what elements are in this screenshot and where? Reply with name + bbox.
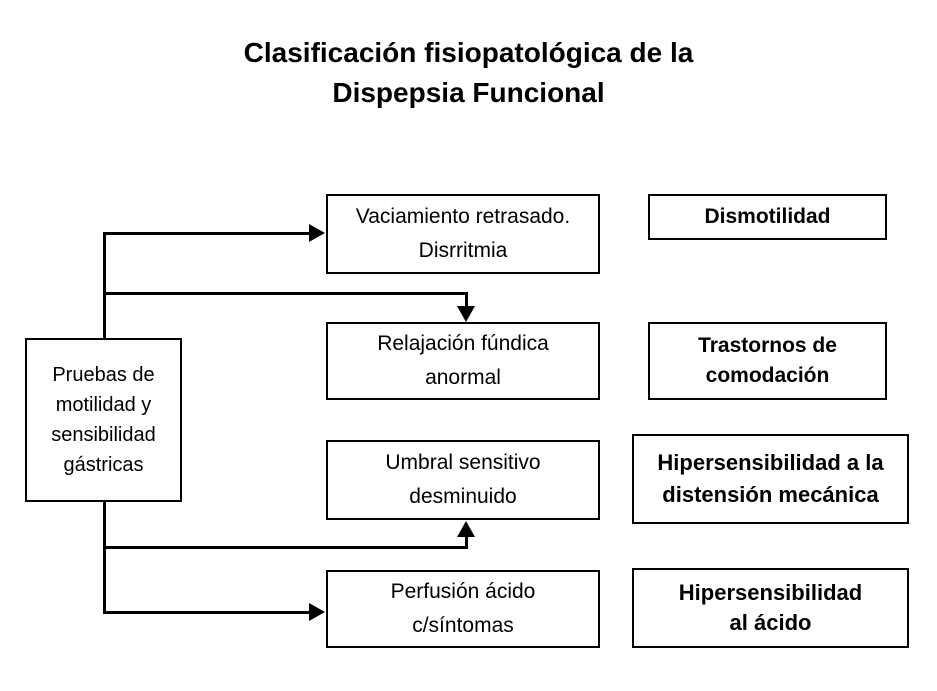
node-classification-mechanical-hypersensitivity[interactable]: Hipersensibilidad a la distensión mecáni… (632, 434, 909, 524)
node-finding-delayed-emptying[interactable]: Vaciamiento retrasado. Disrritmia (326, 194, 600, 274)
node-finding-fundic-relaxation-label: Relajación fúndica anormal (377, 332, 549, 389)
page-title-line-1: Clasificación fisiopatológica de la (243, 37, 694, 68)
node-finding-acid-perfusion[interactable]: Perfusión ácido c/síntomas (326, 570, 600, 648)
node-motility-sensitivity-tests[interactable]: Pruebas de motilidad y sensibilidad gást… (25, 338, 182, 502)
node-classification-dysmotility[interactable]: Dismotilidad (648, 194, 887, 240)
arrowhead-to-fundic-relaxation (457, 306, 475, 322)
connector-branch-2-horizontal (103, 292, 468, 295)
connector-branch-1-horizontal (103, 232, 310, 235)
node-finding-fundic-relaxation[interactable]: Relajación fúndica anormal (326, 322, 600, 400)
node-classification-mechanical-hypersensitivity-label: Hipersensibilidad a la distensión mecáni… (657, 450, 884, 507)
node-classification-dysmotility-label: Dismotilidad (704, 205, 831, 228)
node-motility-sensitivity-tests-label: Pruebas de motilidad y sensibilidad gást… (51, 364, 156, 476)
page-title: Clasificación fisiopatológica de la Disp… (0, 33, 937, 113)
connector-branch-3-vertical (465, 536, 468, 549)
node-finding-acid-perfusion-label: Perfusión ácido c/síntomas (390, 580, 536, 637)
node-classification-accommodation-disorders-label: Trastornos de comodación (698, 334, 837, 387)
node-classification-acid-hypersensitivity[interactable]: Hipersensibilidad al ácido (632, 568, 909, 648)
arrowhead-to-sensory-threshold (457, 521, 475, 537)
connector-branch-2-vertical (465, 292, 468, 308)
node-finding-sensory-threshold[interactable]: Umbral sensitivo desminuido (326, 440, 600, 520)
node-classification-accommodation-disorders[interactable]: Trastornos de comodación (648, 322, 887, 400)
node-classification-acid-hypersensitivity-label: Hipersensibilidad al ácido (678, 580, 863, 635)
arrowhead-to-acid-perfusion (309, 603, 325, 621)
page-title-line-2: Dispepsia Funcional (332, 77, 605, 108)
node-finding-delayed-emptying-label: Vaciamiento retrasado. Disrritmia (355, 205, 571, 262)
arrowhead-to-delayed-emptying (309, 224, 325, 242)
connector-branch-4-horizontal (103, 611, 310, 614)
connector-branch-3-horizontal (103, 546, 468, 549)
node-finding-sensory-threshold-label: Umbral sensitivo desminuido (385, 451, 541, 508)
